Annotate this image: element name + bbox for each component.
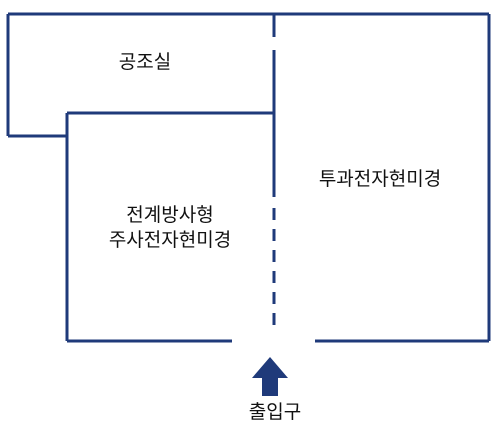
- entrance-label: 출입구: [248, 401, 302, 423]
- tem-room-label: 투과전자현미경: [318, 168, 442, 190]
- sem-room-label-line1: 전계방사형: [126, 204, 214, 226]
- sem-room-label-line2: 주사전자현미경: [108, 229, 232, 251]
- air-conditioning-room-label: 공조실: [118, 51, 172, 73]
- walls: [6, 12, 491, 343]
- entrance-arrow-icon: [252, 357, 288, 396]
- sem-room-label: 전계방사형 주사전자현미경: [75, 203, 265, 253]
